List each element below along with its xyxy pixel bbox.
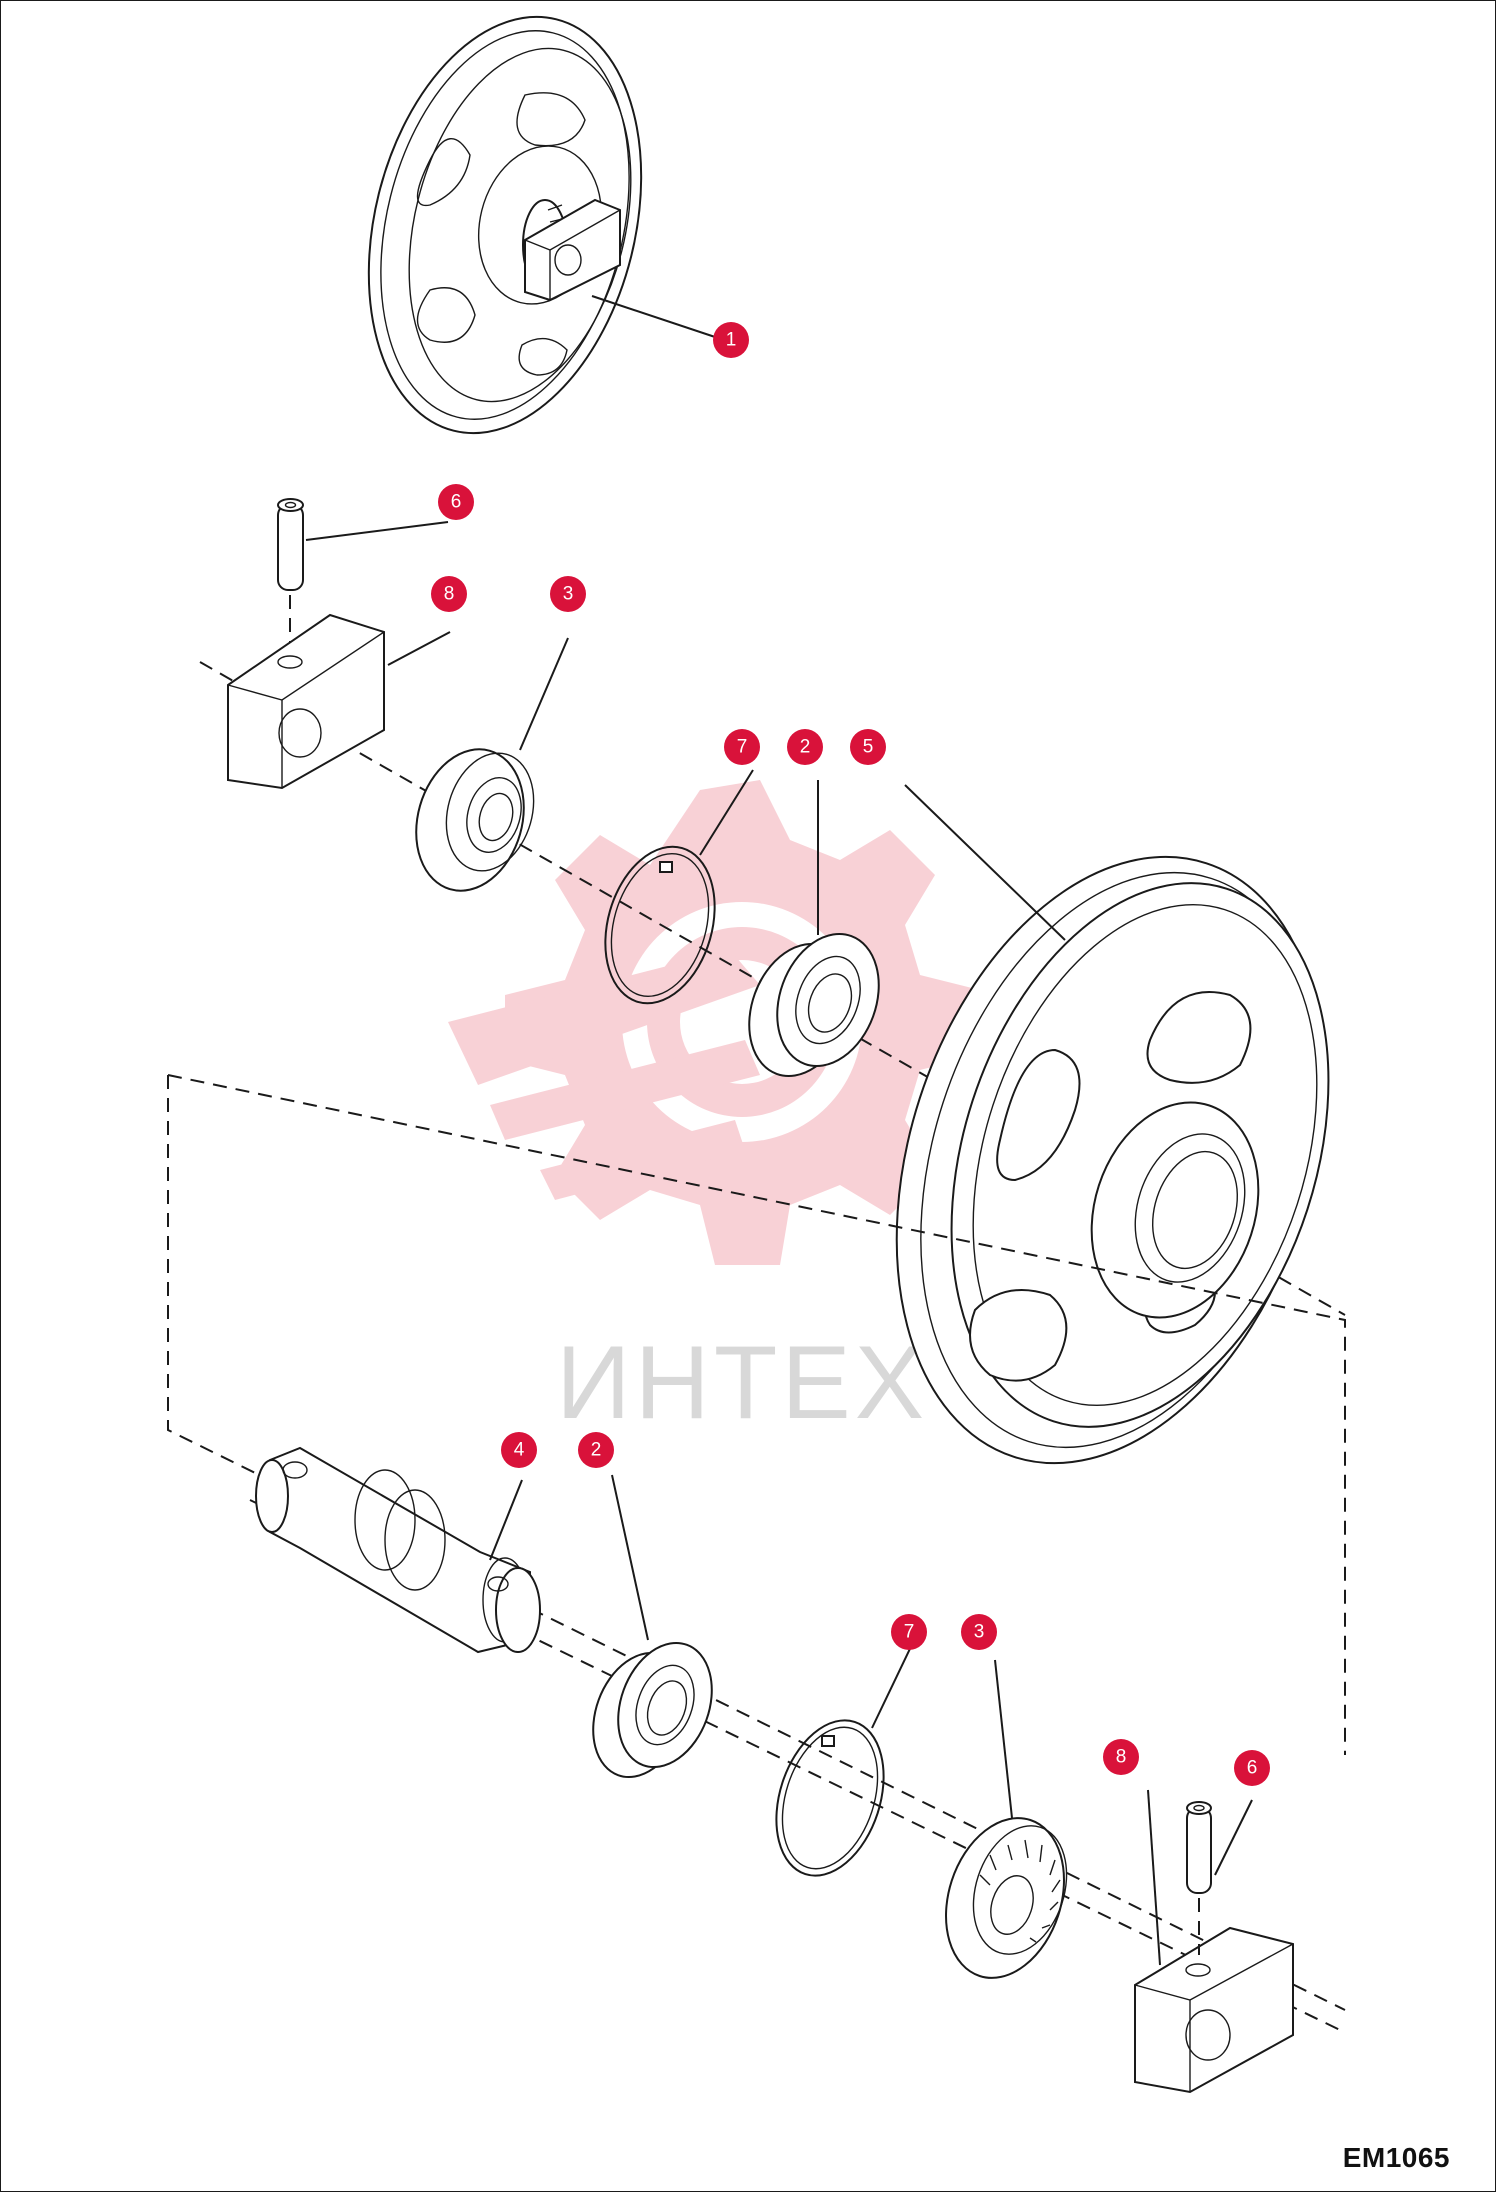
svg-text:7: 7 [904, 1622, 915, 1643]
svg-text:2: 2 [591, 1440, 602, 1461]
callout-1: 1 [713, 322, 749, 358]
svg-text:1: 1 [726, 330, 737, 351]
svg-text:8: 8 [1116, 1747, 1127, 1768]
block-lower [1134, 1789, 1294, 2094]
svg-text:8: 8 [444, 584, 455, 605]
assembly-bracket-left [167, 1075, 1346, 2011]
svg-text:5: 5 [863, 737, 874, 758]
svg-text:4: 4 [514, 1440, 525, 1461]
watermark-logo: ИНТЕХ [448, 780, 980, 1441]
callout-2-upper: 2 [787, 729, 823, 765]
idler-wheel [895, 784, 1330, 1465]
svg-text:3: 3 [563, 584, 574, 605]
svg-text:6: 6 [1247, 1758, 1258, 1779]
seal-lower [945, 1659, 1068, 1979]
snap-ring-lower [775, 1631, 919, 1877]
diagram-code: EM1065 [1342, 2142, 1450, 2173]
pin-upper [277, 498, 449, 650]
svg-text:2: 2 [800, 737, 811, 758]
callout-3-lower: 3 [961, 1614, 997, 1650]
svg-text:6: 6 [451, 492, 462, 513]
seal-upper [415, 637, 569, 892]
pin-lower [1186, 1799, 1253, 1955]
callout-6-upper: 6 [438, 484, 474, 520]
callout-7-lower: 7 [891, 1614, 927, 1650]
callout-markers: 1 6 8 3 7 2 5 4 [431, 322, 1270, 1786]
callout-7-upper: 7 [724, 729, 760, 765]
assembly-bracket-right [167, 1074, 1346, 1755]
callout-3-upper: 3 [550, 576, 586, 612]
callout-4: 4 [501, 1432, 537, 1468]
bearing-lower [592, 1474, 713, 1778]
callout-8-upper: 8 [431, 576, 467, 612]
snap-ring-upper [604, 769, 754, 1005]
callout-5: 5 [850, 729, 886, 765]
svg-text:7: 7 [737, 737, 748, 758]
axis-line-upper [199, 661, 1346, 1316]
callout-6-lower: 6 [1234, 1750, 1270, 1786]
shaft [255, 1446, 541, 1654]
bearing-upper [748, 780, 880, 1077]
block-upper [227, 613, 451, 790]
watermark-text: ИНТЕХ [556, 1325, 928, 1441]
idler-assembly [367, 15, 731, 435]
callout-2-lower: 2 [578, 1432, 614, 1468]
axis-line-lower [249, 1499, 1341, 2031]
svg-text:3: 3 [974, 1622, 985, 1643]
callout-8-lower: 8 [1103, 1739, 1139, 1775]
